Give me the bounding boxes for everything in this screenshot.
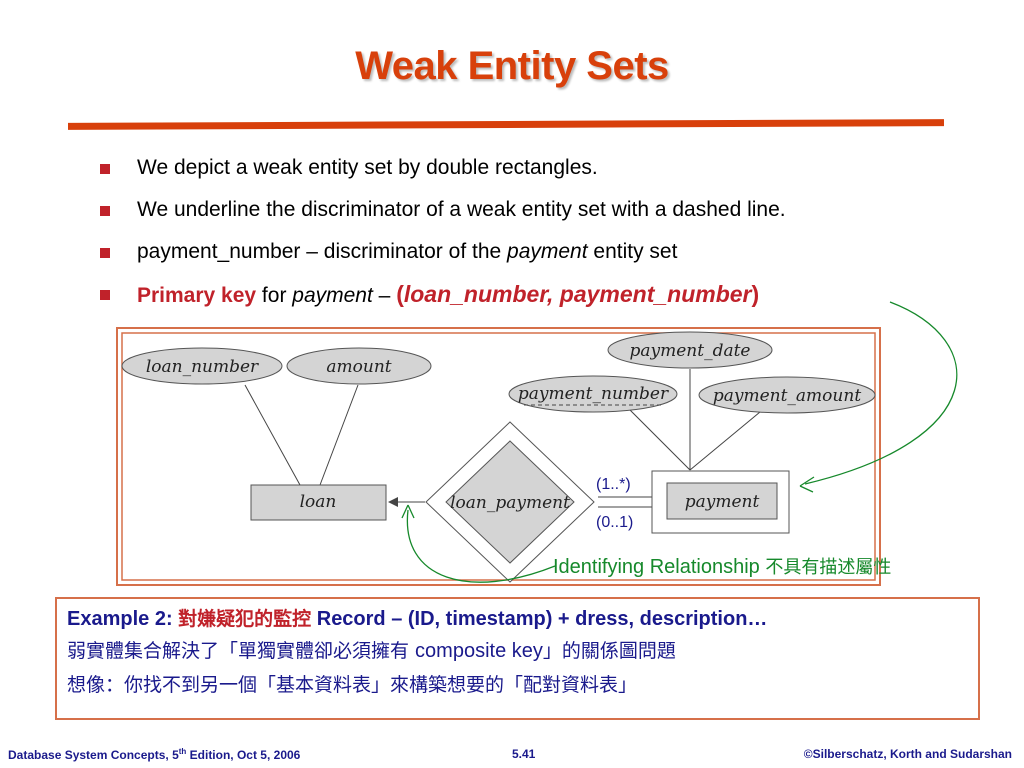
example-line: 弱實體集合解決了「單獨實體卻必須擁有 composite key」的關係圖問題	[67, 634, 968, 668]
example-heading: Example 2: 對嫌疑犯的監控 Record – (ID, timesta…	[67, 604, 968, 634]
example-text: 」的關係圖問題	[542, 640, 676, 662]
bullet-list: We depict a weak entity set by double re…	[100, 156, 980, 326]
attribute-payment-date	[607, 331, 773, 369]
attribute-payment-number	[508, 375, 678, 413]
attribute-amount	[286, 347, 432, 385]
primary-key-value: loan_number, payment_number	[403, 281, 752, 307]
annotation-arrow	[804, 301, 958, 485]
entity-payment	[666, 482, 778, 520]
footer-left: Database System Concepts, 5th Edition, O…	[8, 747, 300, 762]
attribute-payment-amount	[698, 376, 876, 414]
connector-line	[319, 384, 359, 486]
relationship-label: loan_payment	[450, 493, 570, 513]
bullet-item: Primary key for payment – (loan_number, …	[100, 282, 980, 308]
bullet-marker-icon	[100, 248, 110, 258]
attribute-label: payment_date	[630, 341, 751, 361]
footer: Database System Concepts, 5th Edition, O…	[0, 742, 1024, 764]
bullet-item: We depict a weak entity set by double re…	[100, 156, 980, 180]
attribute-label: payment_amount	[713, 386, 861, 406]
example-topic: 對嫌疑犯的監控	[178, 608, 312, 630]
example-record: Record – (ID, timestamp) + dress, descri…	[311, 608, 768, 630]
entity-label: payment	[685, 492, 760, 512]
identifying-relationship-note: Identifying Relationship 不具有描述屬性	[553, 553, 891, 579]
connector-line	[244, 384, 301, 486]
example-label: Example 2:	[67, 608, 179, 630]
example-text: 弱實體集合解決了「單獨實體卻必須擁有	[67, 640, 416, 662]
bullet-text: –	[372, 284, 397, 307]
attribute-label: payment_number	[518, 384, 669, 404]
bullet-text-italic: payment	[292, 284, 373, 307]
arrowhead-icon	[388, 497, 398, 507]
identifying-relationship-cjk: 不具有描述屬性	[765, 557, 892, 578]
bullet-text-italic: payment	[507, 240, 588, 263]
footer-edition: Edition, Oct 5, 2006	[186, 748, 301, 762]
relationship-loan-payment	[445, 440, 575, 564]
bullet-item: payment_number – discriminator of the pa…	[100, 240, 980, 264]
bullet-text: for	[256, 284, 293, 307]
bullet-marker-icon	[100, 164, 110, 174]
diagram-frame-inner	[121, 332, 876, 581]
attribute-label: amount	[326, 357, 391, 377]
attribute-label: loan_number	[146, 357, 259, 377]
connector-line	[689, 411, 761, 471]
example-box: Example 2: 對嫌疑犯的監控 Record – (ID, timesta…	[55, 597, 980, 720]
footer-sup: th	[178, 747, 187, 756]
example-text: 想像：你找不到另一個「基本資料表」來構築想要的「配對資料表」	[67, 674, 638, 696]
identifying-relationship-label: Identifying Relationship	[553, 556, 760, 578]
bullet-item: We underline the discriminator of a weak…	[100, 198, 980, 222]
connector-line	[629, 409, 691, 471]
cardinality-label: (1..*)	[596, 476, 631, 493]
primary-key-paren: (	[396, 281, 404, 307]
entity-label: loan	[300, 492, 337, 512]
bullet-marker-icon	[100, 290, 110, 300]
arrowhead-icon	[401, 504, 415, 519]
primary-key-label: Primary key	[137, 284, 257, 307]
attribute-loan-number	[121, 347, 283, 385]
diagram-frame-outer	[116, 327, 881, 586]
bullet-text: We depict a weak entity set by double re…	[137, 156, 598, 179]
cardinality-label: (0..1)	[596, 514, 633, 531]
example-line: 想像：你找不到另一個「基本資料表」來構築想要的「配對資料表」	[67, 668, 968, 702]
primary-key-paren: )	[751, 281, 760, 307]
arrowhead-icon	[799, 476, 815, 493]
footer-book: Database System Concepts, 5	[8, 748, 179, 762]
bullet-text: payment_number – discriminator of the	[137, 240, 508, 263]
bullet-marker-icon	[100, 206, 110, 216]
entity-loan	[250, 484, 387, 521]
footer-copyright: ©Silberschatz, Korth and Sudarshan	[803, 747, 1012, 761]
bullet-text: entity set	[587, 240, 678, 263]
page-number: 5.41	[512, 747, 536, 761]
annotation-arrow	[406, 509, 556, 583]
example-text: composite key	[415, 640, 543, 662]
bullet-text: We underline the discriminator of a weak…	[137, 198, 786, 221]
slide-title: Weak Entity Sets	[355, 44, 669, 88]
